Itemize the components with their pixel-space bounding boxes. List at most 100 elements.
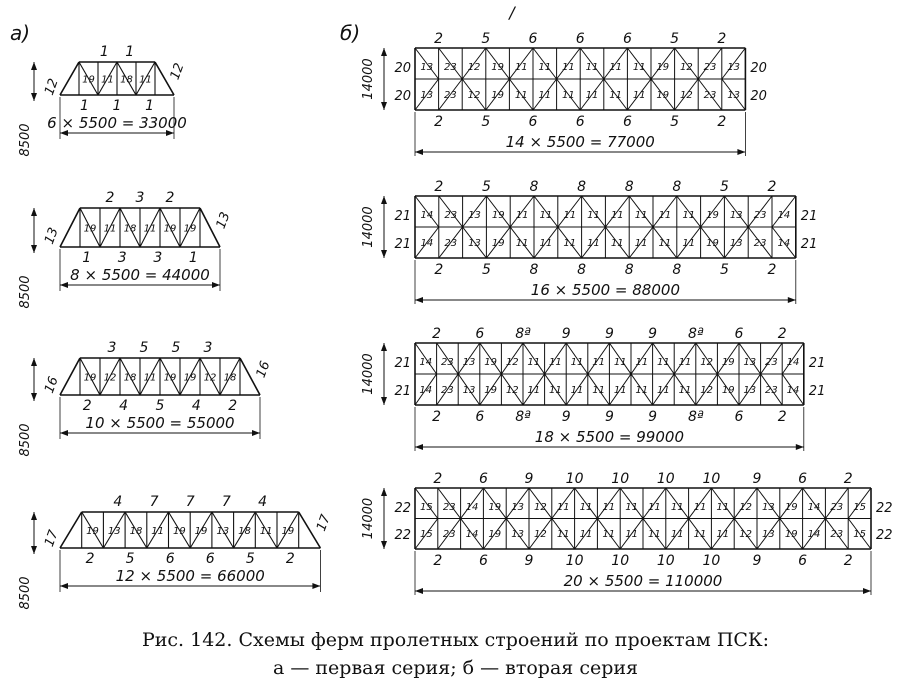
web-member-number: 13	[420, 62, 433, 73]
web-member-number: 19	[785, 529, 798, 540]
web-member-number: 23	[443, 502, 456, 513]
top-chord-number: 8	[625, 179, 634, 195]
top-chord-number: 2	[433, 471, 442, 487]
span-label: 10 × 5500 = 55000	[85, 414, 234, 432]
web-member-number: 11	[101, 75, 114, 86]
web-member-number: 19	[706, 210, 719, 221]
arrow-head	[415, 149, 423, 155]
diagonal-member	[438, 195, 487, 259]
section-label-b: б)	[340, 21, 360, 45]
end-post	[59, 511, 83, 549]
bottom-chord-number: 8	[625, 262, 634, 278]
web-member-number: 11	[571, 385, 584, 396]
top-chord-number: 8ª	[515, 326, 531, 342]
web-member-number: 11	[557, 529, 570, 540]
web-member-number: 19	[484, 357, 497, 368]
arrow-head	[381, 102, 387, 110]
web-member-number: 11	[657, 357, 670, 368]
height-label: 8500	[18, 123, 33, 156]
web-member-number: 11	[563, 210, 576, 221]
end-diagonal	[847, 518, 872, 550]
top-chord-number: 2	[166, 190, 175, 206]
web-member-number: 14	[778, 210, 791, 221]
top-chord-number: 6	[479, 471, 488, 487]
diagonal-member	[189, 511, 213, 549]
bottom-chord-number: 2	[433, 553, 442, 569]
web-member-number: 23	[444, 90, 457, 101]
arrow-head	[212, 282, 220, 288]
diagonal-member	[532, 47, 581, 111]
end-member-number: 17	[314, 512, 334, 533]
height-label: 8500	[18, 576, 33, 609]
diagonal-member	[159, 207, 181, 248]
web-member-number: 11	[515, 62, 528, 73]
end-member-number: 20	[750, 61, 767, 76]
bottom-chord-number: 6	[623, 114, 632, 130]
web-member-number: 11	[635, 357, 648, 368]
web-member-number: 14	[419, 385, 432, 396]
bottom-chord-number: 2	[228, 398, 237, 414]
top-chord-number: 3	[136, 190, 145, 206]
bottom-chord-number: 4	[192, 398, 201, 414]
arrow-head	[31, 393, 37, 401]
top-chord-number: 2	[717, 31, 726, 47]
bottom-chord-number: 6	[529, 114, 538, 130]
span-label: 20 × 5500 = 110000	[564, 572, 723, 590]
span-label: 12 × 5500 = 66000	[116, 567, 265, 585]
diagonal-member	[485, 47, 534, 111]
bottom-chord-number: 2	[86, 551, 95, 567]
top-chord-number: 2	[778, 326, 787, 342]
arrow-head	[381, 48, 387, 56]
bottom-chord-number: 8	[672, 262, 681, 278]
arrow-head	[787, 297, 796, 303]
bottom-chord-number: 6	[166, 551, 175, 567]
top-chord-number: 9	[753, 471, 762, 487]
diagonal-member	[674, 47, 723, 111]
bottom-chord-number: 10	[566, 553, 584, 569]
diagonal-member	[665, 487, 712, 550]
diagonal-member	[528, 487, 576, 550]
web-member-number: 19	[86, 526, 99, 537]
arrow-head	[31, 208, 37, 216]
diagonal-member	[652, 342, 697, 406]
end-member-number: 22	[394, 501, 411, 516]
web-member-number: 11	[659, 238, 672, 249]
arrow-head	[31, 512, 37, 520]
web-member-number: 14	[808, 529, 821, 540]
arrow-head	[60, 583, 68, 589]
arrow-head	[31, 62, 37, 70]
bottom-chord-number: 5	[481, 114, 490, 130]
top-chord-number: 7	[186, 494, 195, 510]
web-member-number: 14	[808, 502, 821, 513]
end-diagonal	[781, 342, 805, 375]
end-diagonal	[414, 47, 439, 80]
web-member-number: 11	[562, 62, 575, 73]
bottom-chord-number: 2	[434, 114, 443, 130]
span-label: 16 × 5500 = 88000	[531, 281, 680, 299]
arrow-head	[381, 488, 387, 496]
end-member-number: 21	[394, 384, 411, 399]
web-member-number: 11	[540, 238, 553, 249]
web-member-number: 11	[682, 210, 695, 221]
web-member-number: 12	[534, 502, 547, 513]
web-member-number: 12	[739, 502, 752, 513]
arrow-head	[381, 250, 387, 258]
top-chord-number: 8	[672, 179, 681, 195]
top-chord-number: 5	[172, 340, 181, 356]
web-member-number: 11	[694, 529, 707, 540]
arrow-head	[60, 282, 68, 288]
diagonal-member	[99, 207, 121, 248]
arrow-head	[863, 588, 871, 594]
diagonal-member	[738, 342, 783, 406]
web-member-number: 11	[679, 357, 692, 368]
bottom-chord-number: 10	[657, 553, 675, 569]
web-member-number: 11	[515, 90, 528, 101]
bottom-chord-number: 4	[119, 398, 128, 414]
bottom-chord-number: 9	[753, 553, 762, 569]
height-label: 14000	[361, 206, 376, 247]
end-post	[59, 357, 81, 396]
diagonal-member	[124, 511, 148, 549]
web-member-number: 11	[625, 529, 638, 540]
arrow-head	[381, 541, 387, 549]
top-chord-number: 2	[434, 31, 443, 47]
